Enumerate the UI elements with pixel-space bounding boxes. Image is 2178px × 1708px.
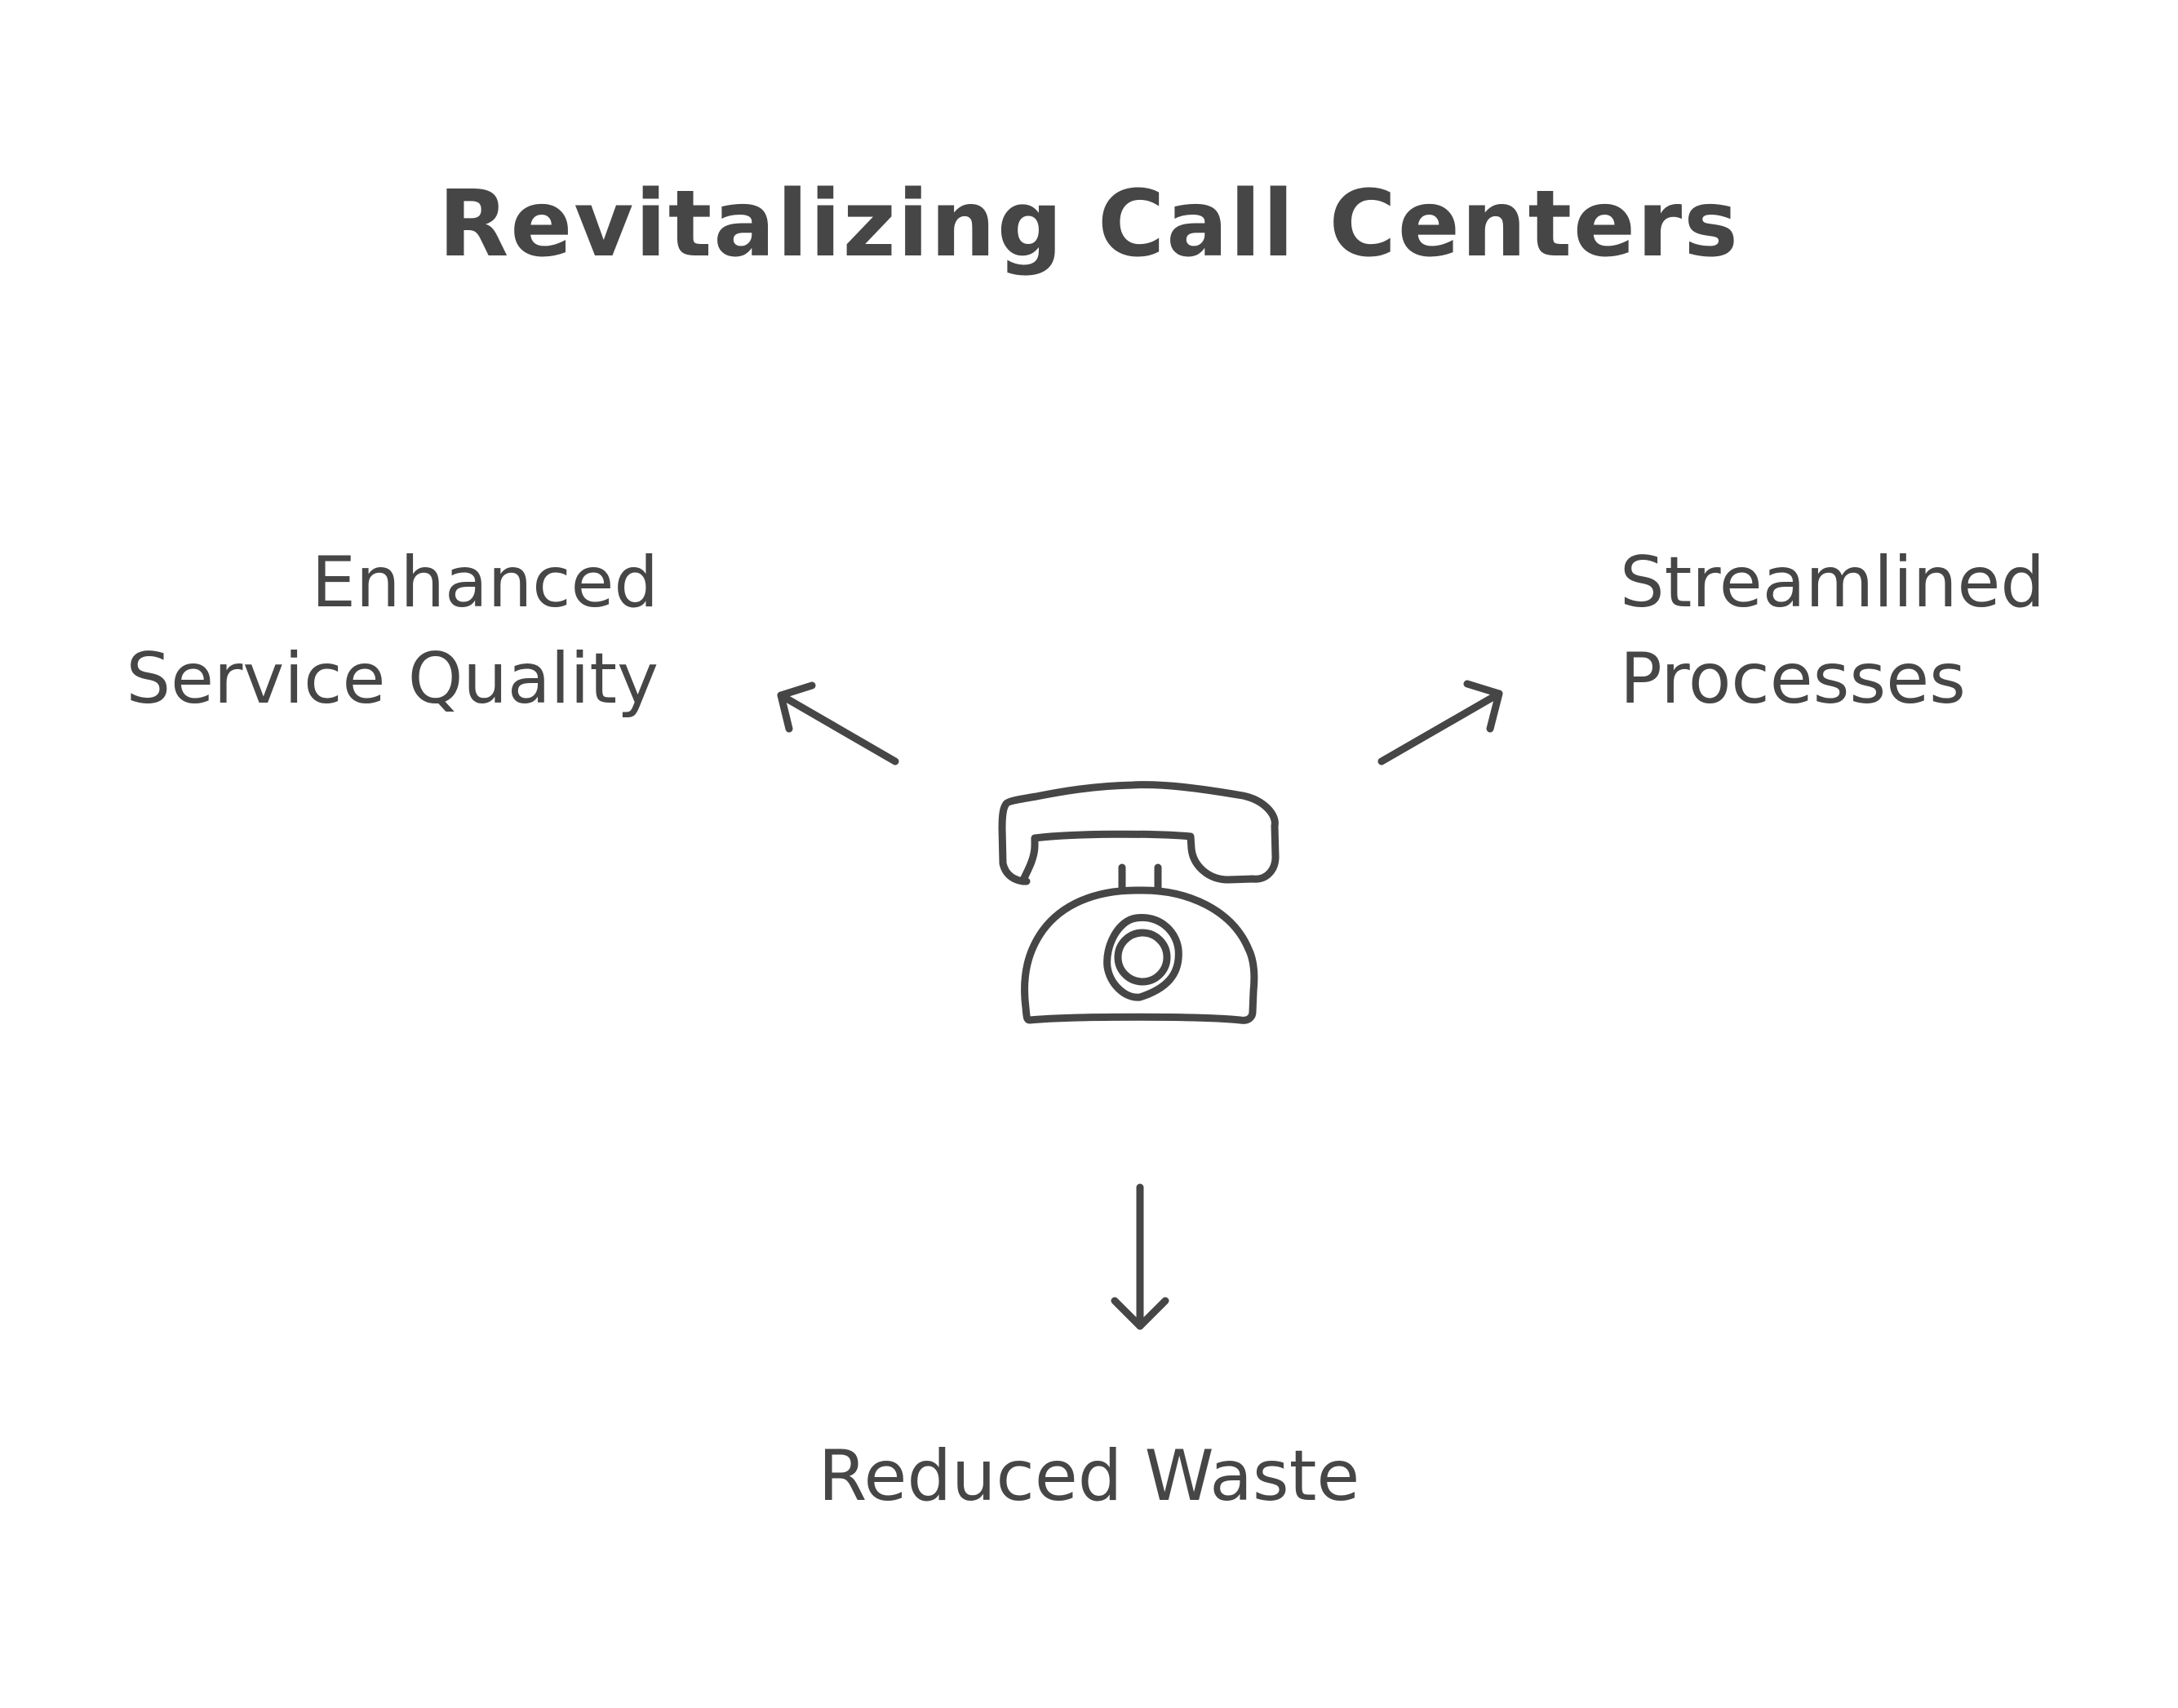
branch-label-line: Streamlined	[1620, 542, 2045, 623]
arrow-down	[1111, 1183, 1169, 1330]
arrow-up-right	[1377, 680, 1503, 765]
branch-label-reduced-waste: Reduced Waste	[0, 1428, 2178, 1524]
branch-label-streamlined-processes: Streamlined Processes	[1620, 535, 2045, 727]
arrow-up-left	[777, 681, 899, 765]
branch-label-line: Service Quality	[126, 638, 659, 720]
branch-label-line: Reduced Waste	[818, 1435, 1360, 1517]
branch-label-line: Processes	[1620, 638, 1966, 720]
branch-label-enhanced-service-quality: Enhanced Service Quality	[126, 535, 659, 727]
telephone-icon	[998, 781, 1280, 1024]
branch-label-line: Enhanced	[311, 542, 659, 623]
diagram-title: Revitalizing Call Centers	[438, 171, 1740, 277]
